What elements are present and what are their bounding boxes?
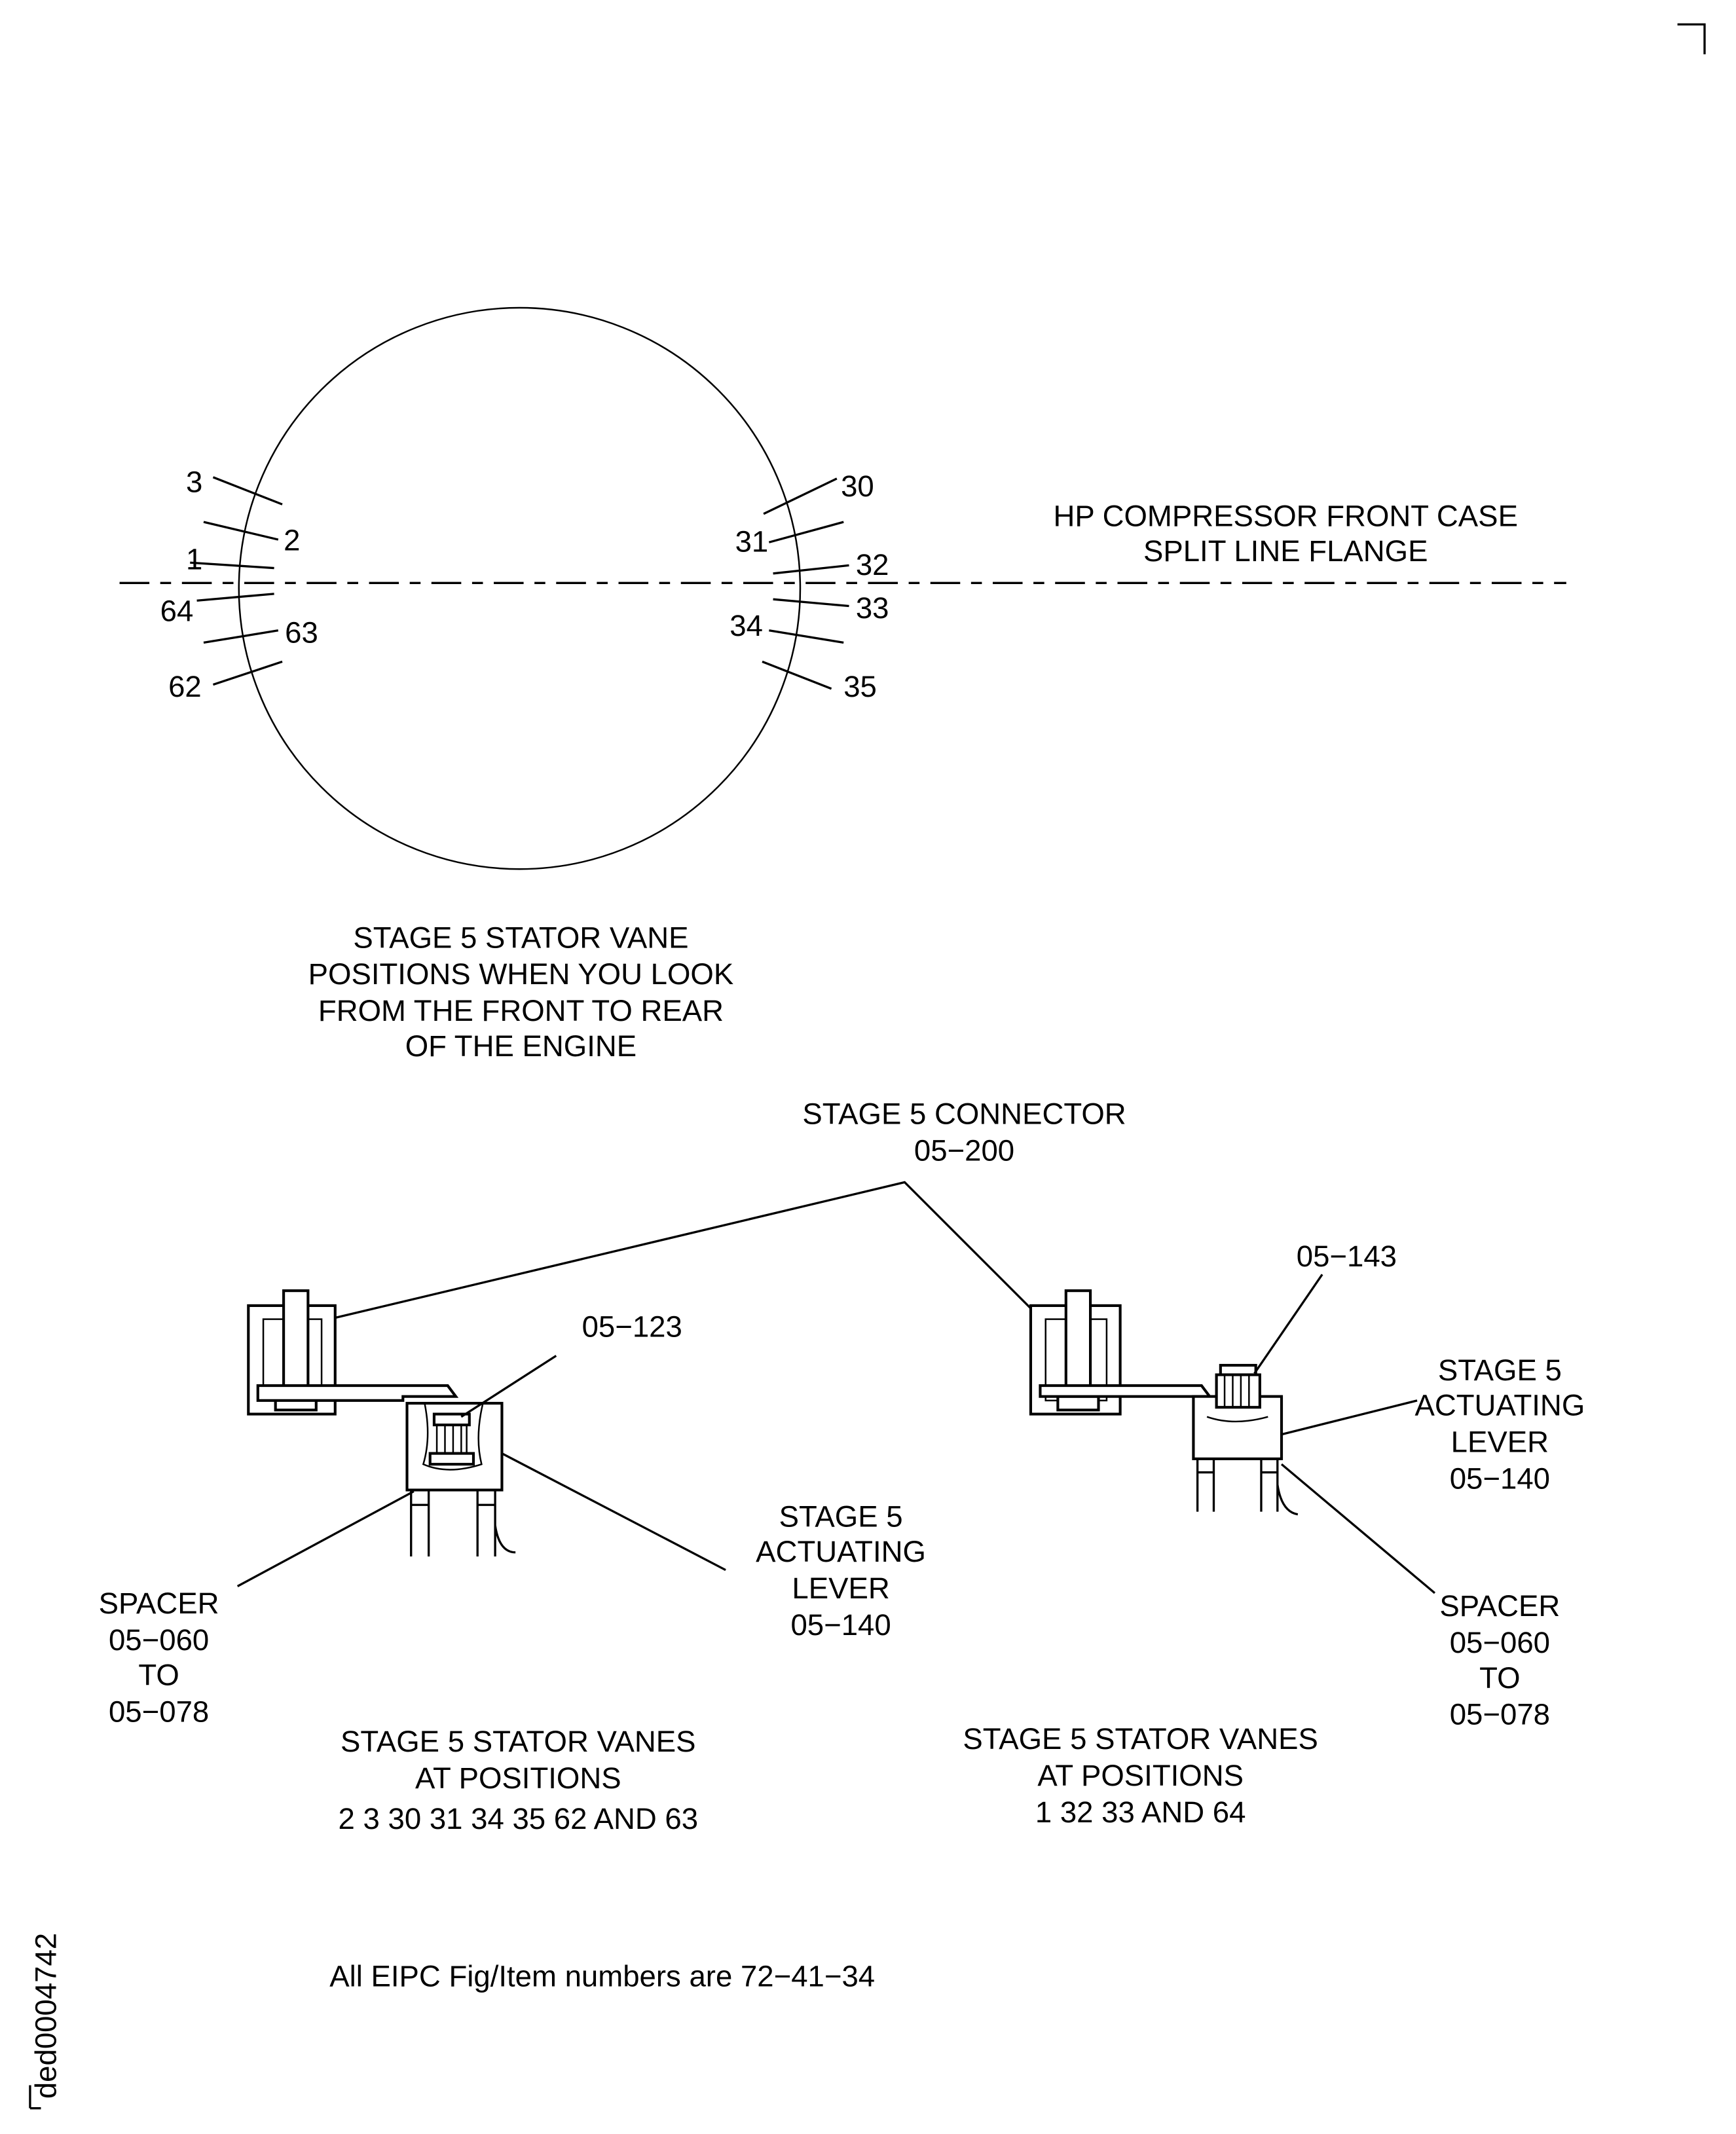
footnote: All EIPC Fig/Item numbers are 72−41−34: [329, 1959, 875, 1993]
top-view-caption: STAGE 5 STATOR VANE: [353, 921, 688, 954]
flange-label: SPLIT LINE FLANGE: [1143, 534, 1428, 568]
position-label: 1: [186, 543, 202, 576]
compressor-case-circle: [238, 306, 802, 870]
spacer-label: TO: [1479, 1661, 1520, 1695]
left-actuating-lever: [405, 1401, 516, 1556]
spacer-leader: [1280, 1463, 1436, 1594]
left-caption: AT POSITIONS: [415, 1761, 621, 1795]
left-caption: STAGE 5 STATOR VANES: [341, 1725, 695, 1758]
connector-number: 05−200: [914, 1133, 1014, 1167]
connector-title: STAGE 5 CONNECTOR: [802, 1097, 1126, 1130]
lever-label: ACTUATING: [756, 1535, 926, 1568]
right-caption: AT POSITIONS: [1037, 1759, 1244, 1792]
position-label: 63: [285, 616, 318, 649]
position-label: 33: [856, 591, 889, 625]
lever-label: LEVER: [1451, 1426, 1549, 1459]
spacer-label: SPACER: [1439, 1589, 1560, 1623]
lever-label: STAGE 5: [1438, 1353, 1562, 1387]
top-view-caption: FROM THE FRONT TO REAR: [318, 994, 724, 1027]
connector-leader: [335, 1181, 1032, 1319]
spacer-label: SPACER: [99, 1587, 219, 1620]
vane-ticks-right: [762, 477, 849, 690]
spacer-leader: [236, 1490, 415, 1587]
position-label: 34: [729, 609, 763, 642]
right-actuating-lever: [1192, 1363, 1299, 1516]
lever-label: 05−140: [1450, 1462, 1550, 1495]
right-caption: STAGE 5 STATOR VANES: [963, 1722, 1318, 1756]
spacer-label: 05−060: [1450, 1626, 1550, 1659]
position-label: 32: [856, 548, 889, 581]
position-label: 64: [160, 594, 194, 627]
lever-label: STAGE 5: [779, 1499, 903, 1533]
spacer-label: 05−078: [1450, 1698, 1550, 1731]
nut-part-number: 05−123: [582, 1310, 682, 1344]
lever-label: ACTUATING: [1414, 1389, 1585, 1422]
position-label: 31: [735, 525, 769, 559]
flange-label: HP COMPRESSOR FRONT CASE: [1053, 499, 1517, 532]
top-view-caption: POSITIONS WHEN YOU LOOK: [308, 957, 734, 991]
vane-ticks-left: [190, 476, 283, 686]
position-label: 2: [284, 524, 300, 557]
left-connector-assembly: [247, 1289, 459, 1416]
nut-leader: [1253, 1274, 1323, 1374]
id-bracket: [29, 2085, 41, 2110]
lever-leader: [501, 1452, 726, 1572]
right-connector-assembly: [1029, 1289, 1213, 1416]
spacer-label: 05−060: [109, 1623, 209, 1657]
position-label: 62: [168, 670, 202, 703]
lever-leader: [1281, 1399, 1418, 1436]
right-caption: 1 32 33 AND 64: [1035, 1795, 1246, 1829]
nut-leader: [460, 1355, 557, 1418]
drawing-id: ded0004742: [29, 1933, 62, 2099]
corner-mark: [1677, 23, 1706, 54]
lever-label: 05−140: [790, 1608, 891, 1642]
spacer-label: 05−078: [109, 1695, 209, 1729]
left-caption: 2 3 30 31 34 35 62 AND 63: [339, 1802, 699, 1835]
position-label: 3: [186, 466, 202, 499]
position-label: 30: [841, 469, 874, 503]
spacer-label: TO: [138, 1659, 179, 1692]
top-view-caption: OF THE ENGINE: [405, 1029, 637, 1063]
lever-label: LEVER: [792, 1572, 889, 1605]
nut-part-number: 05−143: [1297, 1240, 1397, 1273]
position-label: 35: [843, 670, 877, 703]
